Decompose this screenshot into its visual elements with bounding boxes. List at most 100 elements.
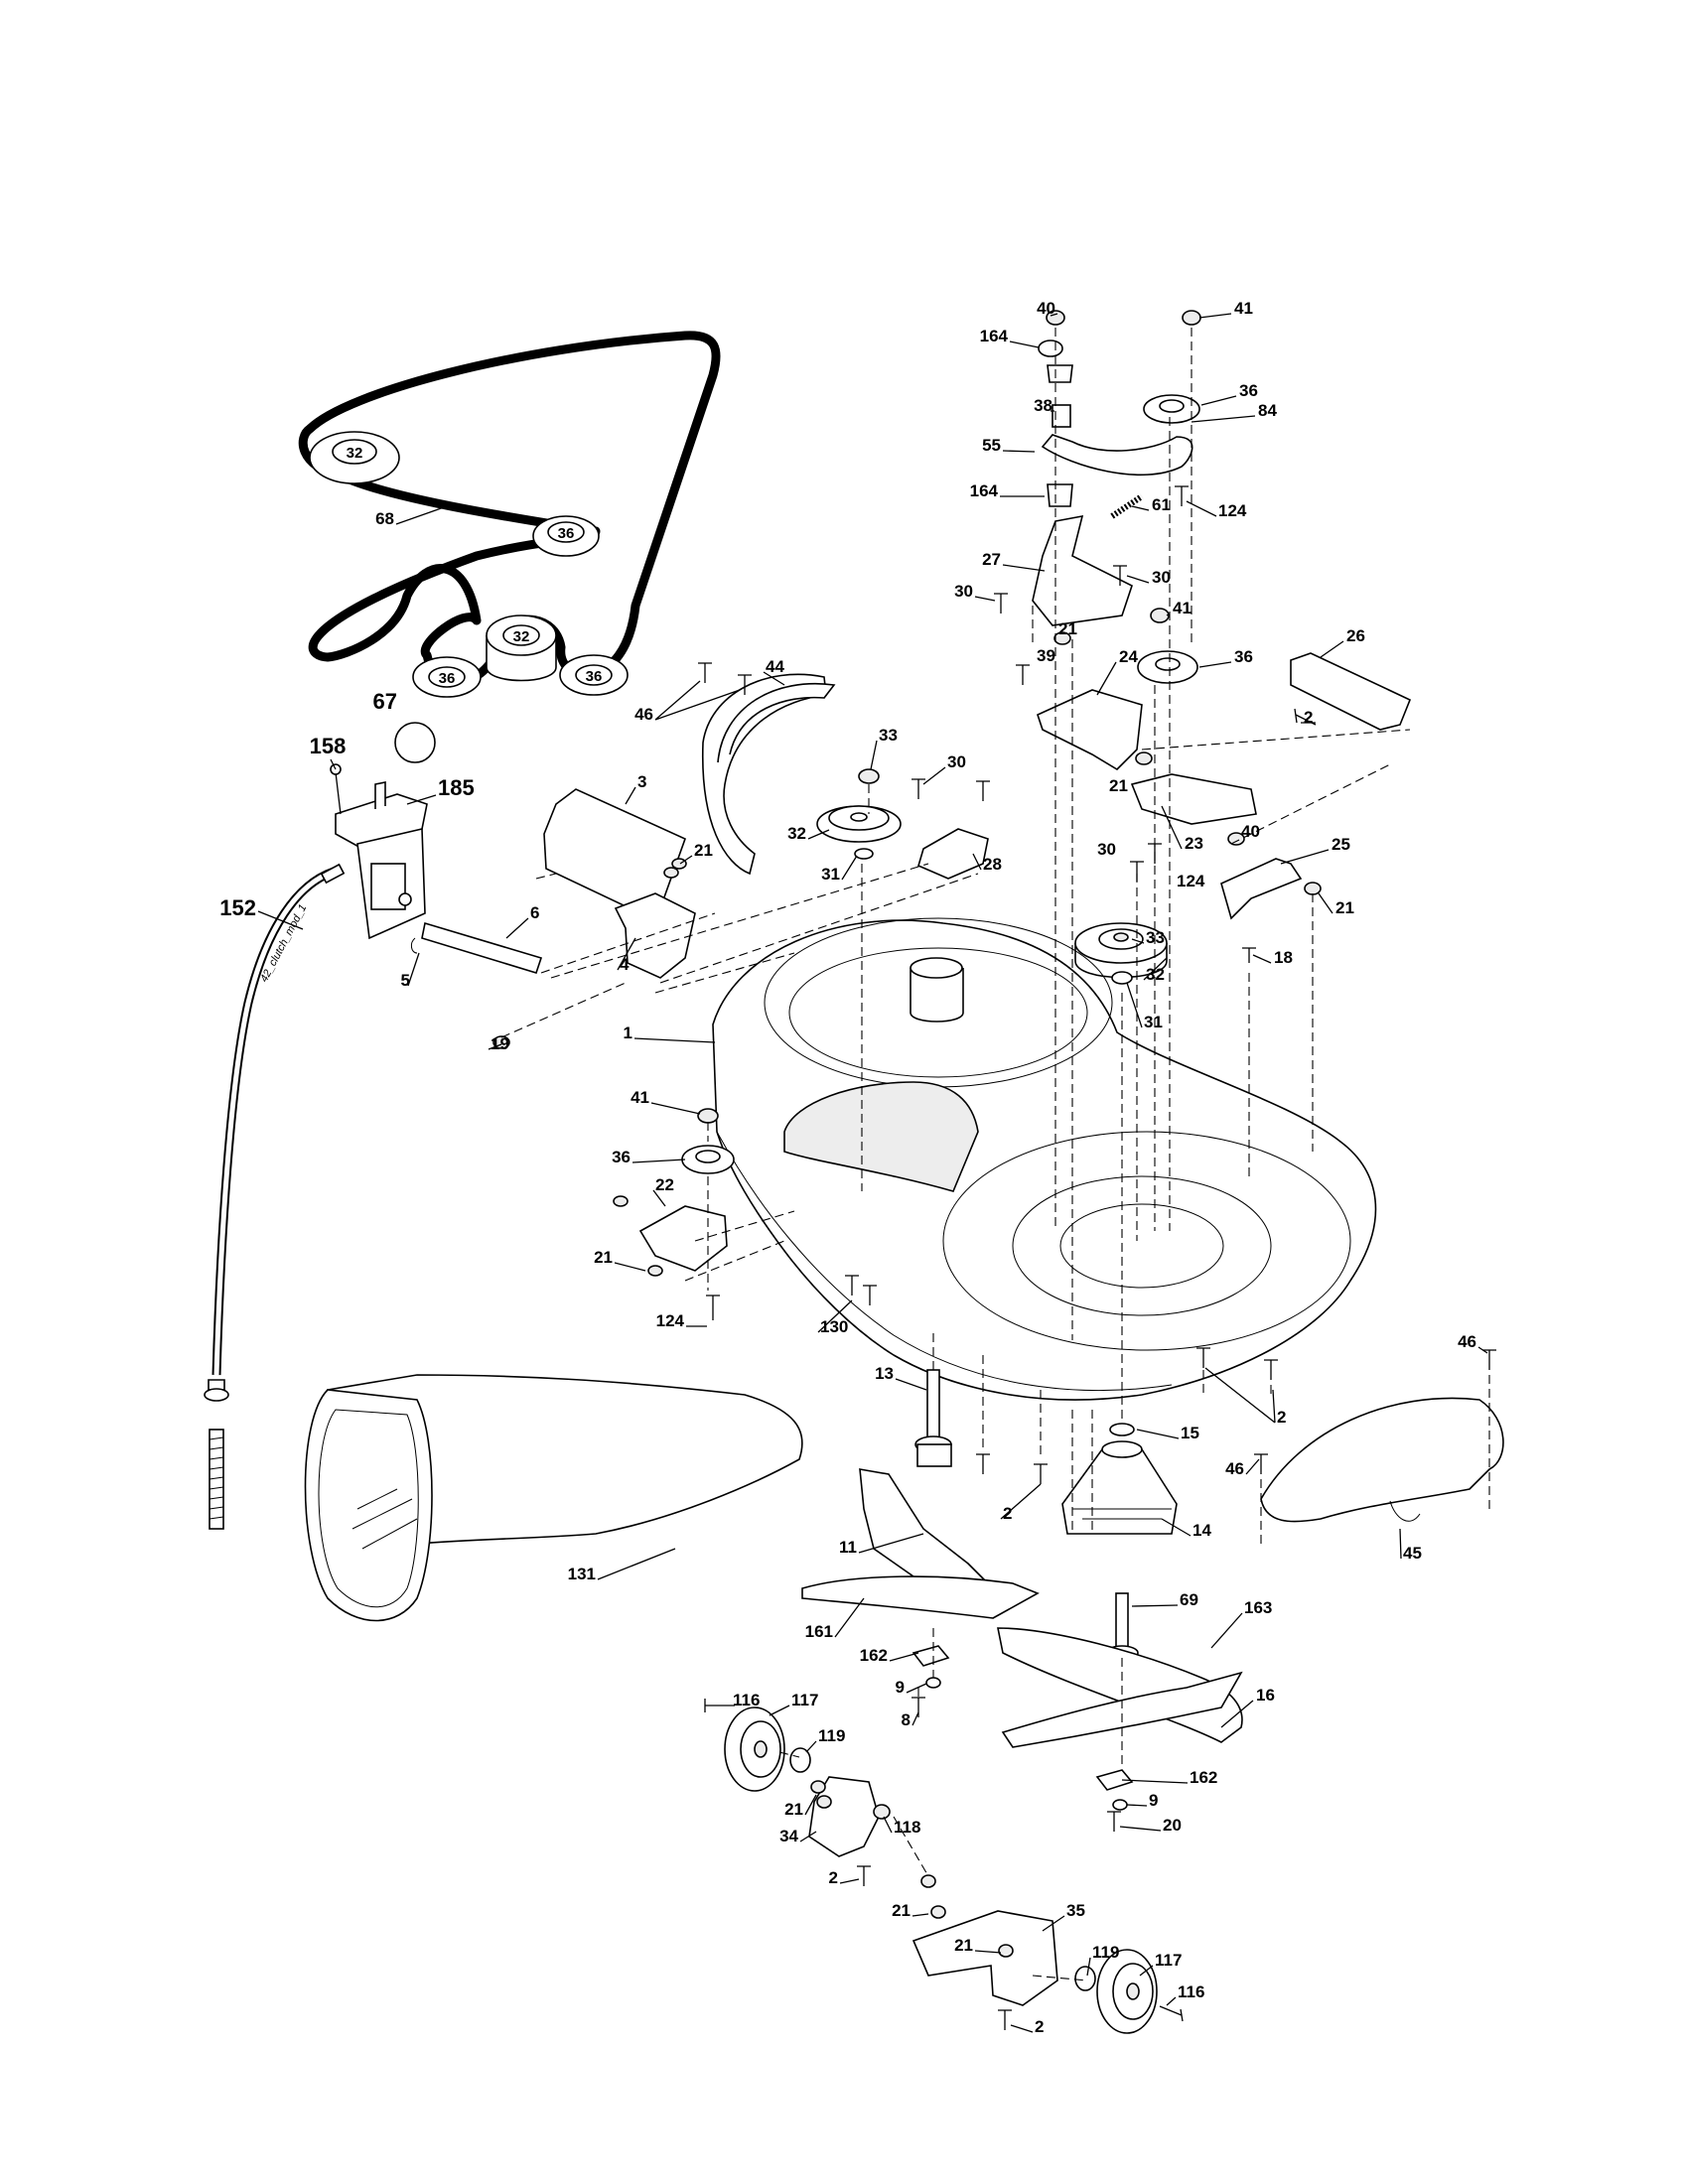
part-number-label: 23	[1185, 834, 1203, 853]
part-number-label: 32	[1146, 965, 1165, 984]
bracket-28	[917, 828, 989, 880]
belt-pulley-36-left: 36	[412, 656, 482, 698]
part-number-label: 116	[733, 1691, 760, 1709]
part-number-label: 13	[875, 1364, 894, 1383]
part-number-label: 36	[1234, 647, 1253, 666]
part-number-label: 67	[373, 689, 397, 714]
part-number-label: 21	[1335, 898, 1354, 917]
part-number-label: 2	[1003, 1504, 1012, 1523]
part-number-label: 4	[620, 955, 630, 974]
part-number-label: 40	[1037, 299, 1055, 318]
part-number-label: 31	[821, 865, 840, 884]
belt-pulley-label: 32	[513, 628, 530, 645]
discharge-chute-131	[304, 1374, 803, 1622]
bushing-164-bottom	[1047, 483, 1073, 507]
washer-119-left	[789, 1747, 811, 1773]
part-number-label: 117	[1155, 1951, 1182, 1970]
mower-deck-housing	[712, 917, 1377, 1401]
part-number-label: 116	[1178, 1982, 1204, 2001]
part-number-label: 30	[1152, 568, 1171, 587]
part-number-label: 22	[655, 1175, 674, 1194]
bracket-22	[638, 1205, 728, 1272]
belt-assembly: 32 36 32 36 36	[298, 331, 721, 698]
part-number-label: 130	[820, 1317, 848, 1336]
bushing-164-top	[1047, 364, 1073, 383]
part-number-label: 25	[1332, 835, 1350, 854]
bracket-23	[1130, 773, 1257, 825]
idler-arm-55	[1041, 434, 1193, 477]
spindle-housing-14	[1061, 1440, 1178, 1535]
part-number-label: 11	[839, 1538, 857, 1557]
part-number-label: 46	[1225, 1459, 1244, 1478]
part-number-label: 19	[491, 1034, 509, 1053]
part-number-label: 20	[1163, 1816, 1182, 1835]
knob-ball	[394, 722, 436, 763]
pulley-32-right	[1074, 922, 1168, 985]
cable-end-connector	[320, 863, 346, 885]
part-number-label: 162	[1190, 1768, 1217, 1787]
part-number-label: 38	[1034, 396, 1052, 415]
belt-guard-44	[701, 673, 836, 876]
belt-pulley-32-center: 32	[486, 614, 557, 682]
part-number-label: 161	[805, 1622, 833, 1641]
pulley-32-left	[816, 768, 902, 860]
blade-161	[801, 1575, 1040, 1619]
part-number-label: 21	[694, 841, 713, 860]
part-number-label: 21	[1109, 776, 1128, 795]
side-shield-45	[1260, 1397, 1504, 1523]
bracket-4	[614, 892, 696, 979]
part-number-label: 124	[1218, 501, 1247, 520]
part-number-label: 34	[779, 1827, 798, 1845]
part-number-label: 16	[1256, 1686, 1275, 1705]
spindle-13	[914, 1369, 952, 1467]
part-number-label: 119	[818, 1726, 845, 1745]
bearing-15	[1109, 1423, 1135, 1436]
part-number-label: 36	[1239, 381, 1258, 400]
part-number-label: 26	[1346, 626, 1365, 645]
part-number-label: 41	[1234, 299, 1253, 318]
part-number-label: 27	[982, 550, 1001, 569]
part-number-label: 124	[656, 1311, 685, 1330]
part-number-label: 119	[1092, 1943, 1119, 1962]
belt-pulley-label: 36	[586, 668, 603, 685]
part-number-label: 2	[1277, 1408, 1286, 1427]
part-number-label: 14	[1193, 1521, 1211, 1540]
part-number-label: 61	[1152, 495, 1171, 514]
part-number-label: 84	[1258, 401, 1277, 420]
wheel-bracket-35	[912, 1910, 1058, 2006]
belt-pulley-label: 32	[347, 445, 363, 462]
part-number-label: 31	[1144, 1013, 1163, 1031]
part-number-label: 2	[1304, 708, 1313, 727]
bracket-26	[1290, 652, 1412, 731]
part-number-label: 46	[634, 705, 653, 724]
part-number-label: 118	[894, 1818, 920, 1837]
part-number-label: 21	[1058, 619, 1077, 638]
part-number-label: 124	[1177, 872, 1205, 890]
part-number-label: 158	[310, 734, 347, 758]
part-number-label: 2	[1035, 2017, 1044, 2036]
part-number-label: 55	[982, 436, 1001, 455]
spacer-38	[1052, 404, 1071, 428]
part-number-label: 8	[902, 1710, 911, 1729]
belt-pulley-36-right: 36	[559, 654, 629, 696]
belt-pulley-32-top: 32	[309, 431, 400, 484]
part-number-label: 44	[766, 657, 784, 676]
leader-lines	[257, 313, 1488, 2033]
part-number-label: 152	[219, 895, 256, 920]
part-number-label: 164	[980, 327, 1009, 345]
belt-pulley-label: 36	[439, 670, 456, 687]
part-number-label: 33	[1146, 928, 1165, 947]
part-number-label: 131	[568, 1565, 596, 1583]
part-number-label: 185	[438, 775, 475, 800]
nut-41	[697, 1108, 719, 1124]
part-number-label: 69	[1180, 1590, 1198, 1609]
part-number-label: 163	[1244, 1598, 1272, 1617]
washer-119-right	[1074, 1966, 1096, 1991]
part-number-label: 30	[1097, 840, 1116, 859]
part-number-label: 33	[879, 726, 898, 745]
clutch-bracket	[330, 763, 428, 940]
part-number-label: 45	[1403, 1544, 1422, 1563]
belt-pulley-label: 36	[558, 525, 575, 542]
